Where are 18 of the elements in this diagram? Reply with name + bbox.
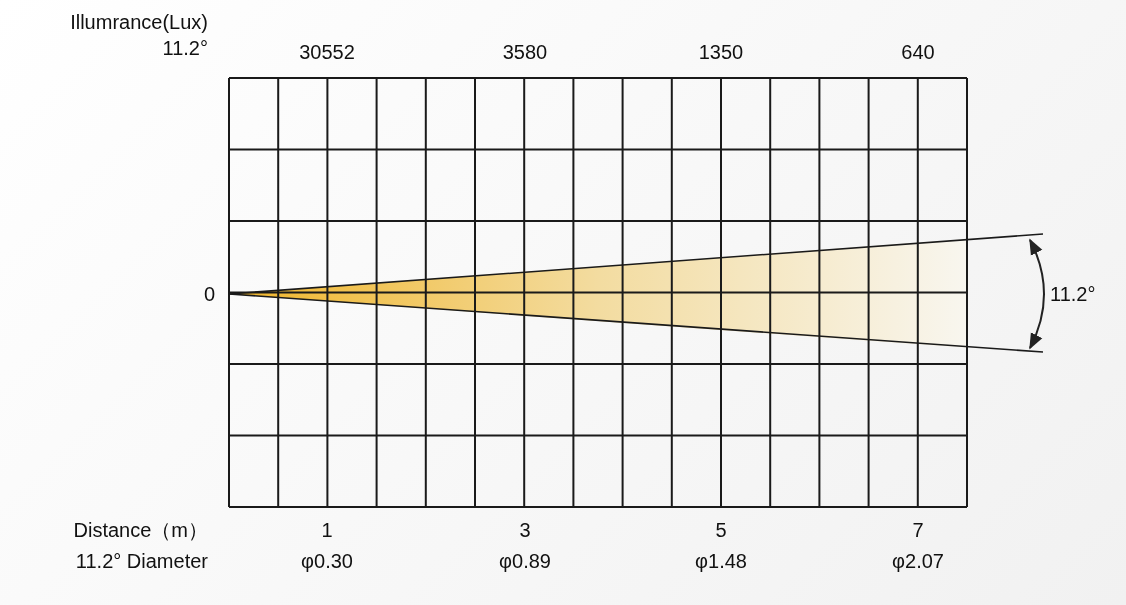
distance-value: 5 — [715, 518, 727, 542]
diameter-value: φ0.89 — [499, 549, 551, 573]
beam-angle-label: 11.2° — [162, 36, 208, 60]
illuminance-value: 30552 — [299, 40, 355, 64]
diameter-value: φ0.30 — [301, 549, 353, 573]
diameter-value: φ1.48 — [695, 549, 747, 573]
illuminance-value: 3580 — [502, 40, 548, 64]
illuminance-value: 640 — [901, 40, 935, 64]
distance-value: 7 — [912, 518, 924, 542]
axis-origin-label: 0 — [203, 282, 215, 306]
axis-title: Illumrance(Lux) — [70, 10, 208, 34]
distance-value: 3 — [519, 518, 531, 542]
row-title: 11.2° Diameter — [75, 549, 208, 573]
axis-title: Distance（m） — [73, 518, 208, 542]
beam-angle-label: 11.2° — [1050, 282, 1096, 306]
distance-value: 1 — [321, 518, 333, 542]
illuminance-value: 1350 — [698, 40, 744, 64]
diameter-value: φ2.07 — [892, 549, 944, 573]
